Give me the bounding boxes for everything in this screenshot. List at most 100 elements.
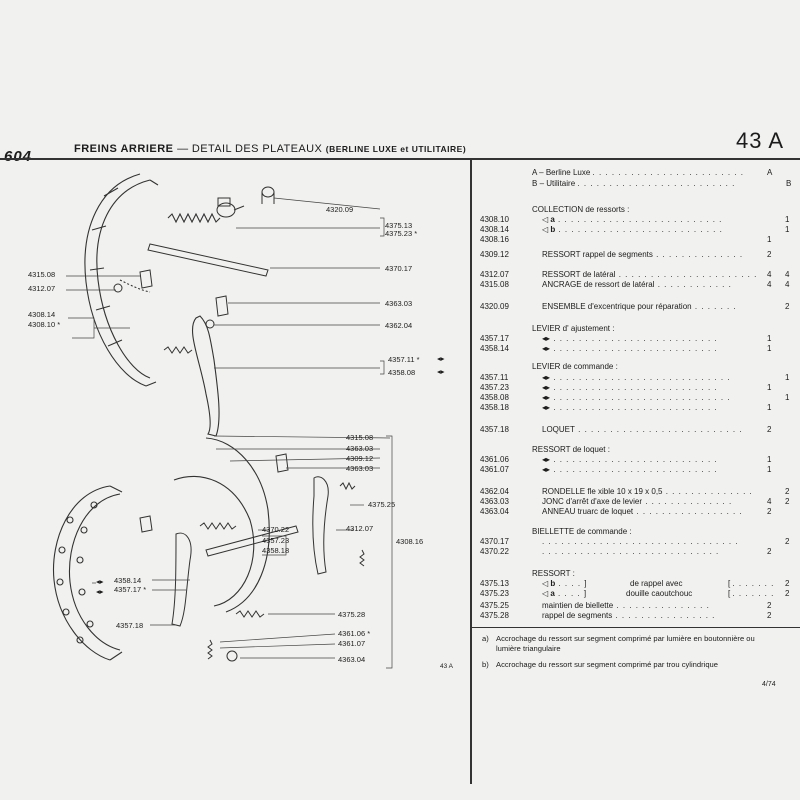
part-row: 4308.14 ◁ b . . . . . . . . . . . . . . …: [480, 225, 790, 235]
footer-page: 4/74: [762, 681, 776, 688]
part-desc: RESSORT rappel de segments . . . . . . .…: [542, 250, 744, 259]
legend-code: B: [532, 179, 538, 188]
part-row: 4358.14 ◂▸ . . . . . . . . . . . . . . .…: [480, 344, 790, 354]
part-row: 4370.17 . . . . . . . . . . . . . . . . …: [480, 537, 790, 547]
part-code: a: [550, 215, 555, 224]
part-desc: ENSEMBLE d'excentrique pour réparation .…: [542, 302, 737, 311]
legend-code: A: [532, 168, 537, 177]
label-4358-08: 4358.08: [388, 368, 416, 377]
part-row: 4315.08 ANCRAGE de ressort de latéral . …: [480, 280, 790, 290]
arrow-4358-08: ◂▸: [437, 367, 445, 376]
part-row: 4308.16 1: [480, 235, 790, 245]
qty-a: 4: [767, 497, 772, 506]
qty-a: 1: [767, 334, 772, 343]
part-ref: 4375.23: [480, 589, 509, 598]
label-4309-12: 4309.12: [346, 454, 374, 463]
section-title: RESSORT de loquet :: [532, 445, 610, 454]
qty-b: 2: [785, 487, 790, 496]
brake-shoe: [52, 485, 123, 661]
part-row: 4363.03 JONC d'arrêt d'axe de levier . .…: [480, 497, 790, 507]
part-ref: 4375.25: [480, 601, 509, 610]
part-ref: 4357.23: [480, 383, 509, 392]
section-title: RESSORT :: [532, 569, 575, 578]
label-4361-07: 4361.07: [338, 639, 366, 648]
part-ref: 4312.07: [480, 270, 509, 279]
label-4370-17: 4370.17: [385, 264, 413, 273]
part-desc: ◂▸ . . . . . . . . . . . . . . . . . . .…: [542, 393, 731, 402]
label-4363-04: 4363.04: [338, 655, 366, 664]
part-desc: LOQUET . . . . . . . . . . . . . . . . .…: [542, 425, 743, 434]
label-4308-10: 4308.10 *: [28, 320, 61, 329]
section-title: LEVIER d' ajustement :: [532, 324, 615, 333]
part-desc: ◂▸ . . . . . . . . . . . . . . . . . . .…: [542, 344, 718, 353]
spring-4375-28: [235, 610, 265, 618]
leader-lines: [66, 197, 393, 669]
qty-a: 2: [767, 547, 772, 556]
spring-4312: [113, 283, 123, 293]
label-4312-07-b: 4312.07: [346, 524, 374, 533]
part-ref: 4363.03: [480, 497, 509, 506]
part-ref: 4357.18: [480, 425, 509, 434]
part-row: 4361.07 ◂▸ . . . . . . . . . . . . . . .…: [480, 465, 790, 475]
legend-row-a: A – Berline Luxe . . . . . . . . . . . .…: [532, 168, 773, 177]
part-desc: RONDELLE fle xible 10 x 19 x 0,5 . . . .…: [542, 487, 753, 496]
qty-b: 1: [767, 455, 772, 464]
label-4375-25: 4375.25: [368, 500, 396, 509]
label-4357-11: 4357.11 *: [388, 355, 420, 364]
backing-plate-bottom: [173, 437, 270, 613]
spring-lever: [163, 346, 193, 354]
qty-b: 4: [785, 280, 790, 289]
part-row: 4375.25 maintien de biellette . . . . . …: [480, 601, 790, 611]
label-4308-16: 4308.16: [396, 537, 424, 546]
part-desc: ◂▸ . . . . . . . . . . . . . . . . . . .…: [542, 403, 718, 412]
section-title: BIELLETTE de commande :: [532, 527, 632, 536]
title-sub: — DETAIL DES PLATEAUX: [177, 143, 323, 155]
qty-a: 2: [767, 601, 772, 610]
title-main: FREINS ARRIERE: [74, 143, 174, 155]
part-ref: 4358.18: [480, 403, 509, 412]
part-row: 4357.23 ◂▸ . . . . . . . . . . . . . . .…: [480, 383, 790, 393]
part-ref: 4358.14: [480, 344, 509, 353]
qty-a: 2: [767, 507, 772, 516]
part-row: 4308.10 ◁ a . . . . . . . . . . . . . . …: [480, 215, 790, 225]
qty-a: 1: [767, 235, 772, 244]
label-4357-23: 4357.23: [262, 536, 290, 545]
qty-b: 1: [785, 373, 790, 382]
part-desc: ◂▸ . . . . . . . . . . . . . . . . . . .…: [542, 334, 718, 343]
part-desc: ◁ a . . . . ]: [542, 589, 588, 598]
part-ref: 4370.17: [480, 537, 509, 546]
part-ref: 4363.04: [480, 507, 509, 516]
qty-b: 2: [785, 579, 790, 588]
part-row: 4362.04 RONDELLE fle xible 10 x 19 x 0,5…: [480, 487, 790, 497]
spring-4309-12: [199, 522, 237, 530]
part-ref: 4308.10: [480, 215, 509, 224]
part-ref: 4361.07: [480, 465, 509, 474]
qty-b: 1: [785, 393, 790, 402]
part-row: 4357.11 ◂▸ . . . . . . . . . . . . . . .…: [480, 373, 790, 383]
figure-ref: 43 A: [440, 663, 454, 670]
bracket: [ . . . . . . .: [728, 579, 775, 588]
label-4363-03-top: 4363.03: [385, 299, 413, 308]
qty-b: 1: [785, 215, 790, 224]
qty-b: 2: [785, 589, 790, 598]
qty-b: 1: [785, 225, 790, 234]
part-desc: ◂▸ . . . . . . . . . . . . . . . . . . .…: [542, 383, 718, 392]
part-row: 4320.09 ENSEMBLE d'excentrique pour répa…: [480, 302, 790, 312]
anchor-bottom: [139, 515, 153, 533]
clip-4363: [215, 295, 229, 317]
part-row: 4361.06 ◂▸ . . . . . . . . . . . . . . .…: [480, 455, 790, 465]
part-code: b: [550, 225, 556, 234]
part-ref: 4308.14: [480, 225, 509, 234]
part-ref: 4315.08: [480, 280, 509, 289]
part-mid: de rappel avec: [630, 579, 683, 588]
brake-exploded-diagram: [52, 173, 393, 669]
label-4312-07-top: 4312.07: [28, 284, 56, 293]
part-ref: 4308.16: [480, 235, 509, 244]
label-4375-23: 4375.23 *: [385, 229, 418, 238]
label-4357-18: 4357.18: [116, 621, 144, 630]
part-row: 4357.17 ◂▸ . . . . . . . . . . . . . . .…: [480, 334, 790, 344]
qty-a: 1: [767, 344, 772, 353]
label-4308-14: 4308.14: [28, 310, 56, 319]
part-ref: 4361.06: [480, 455, 509, 464]
legend-row-b: B – Utilitaire . . . . . . . . . . . . .…: [532, 179, 792, 188]
